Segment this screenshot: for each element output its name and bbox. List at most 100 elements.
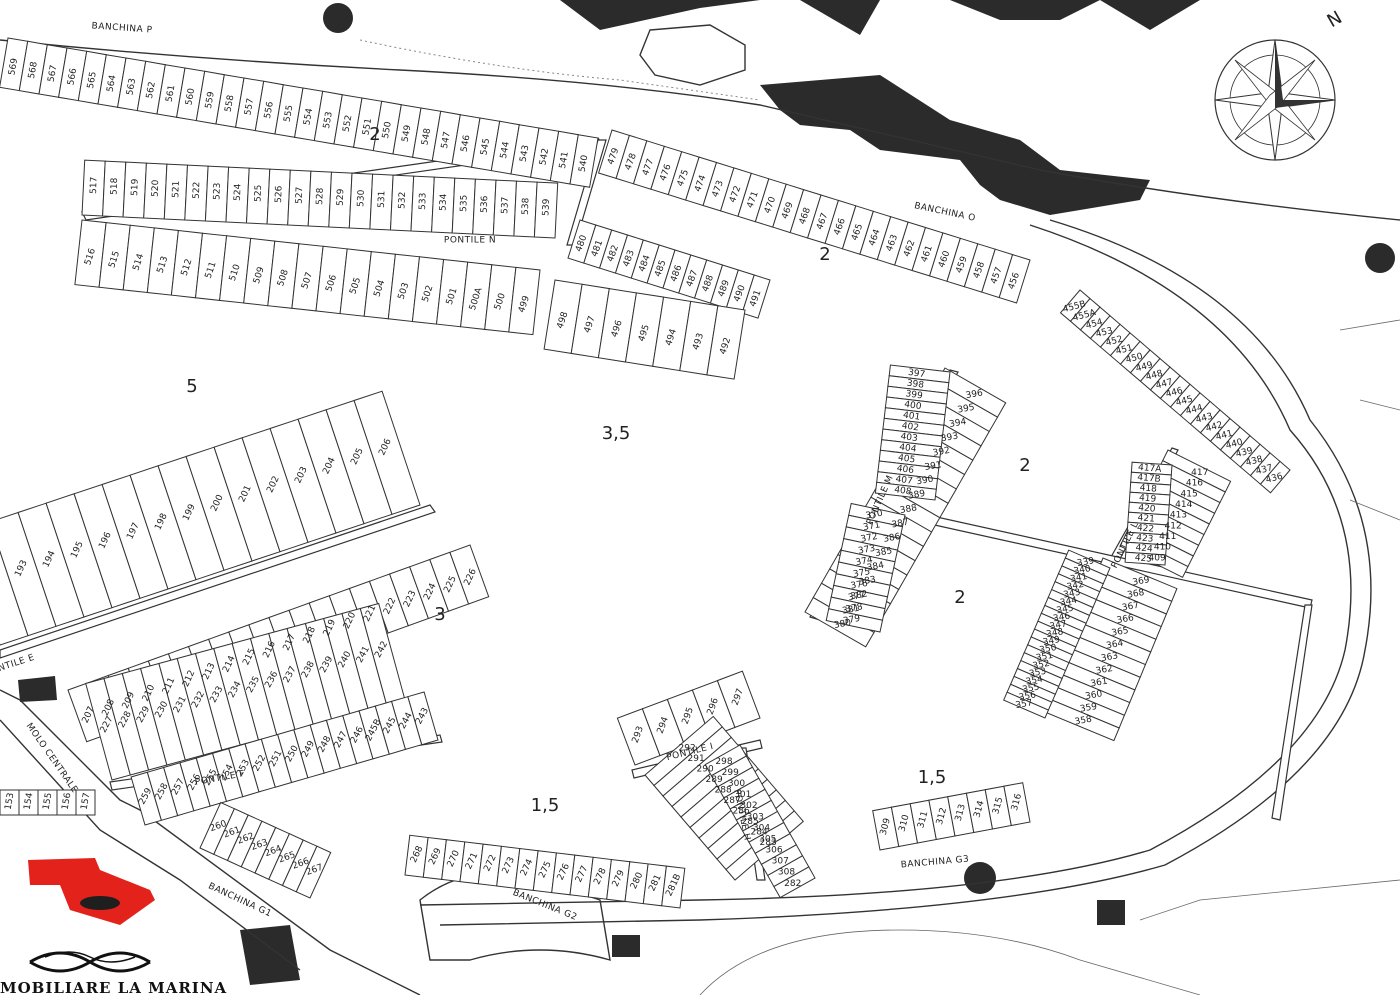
berth-label-286: 286 bbox=[732, 807, 749, 817]
berth-label-543: 543 bbox=[519, 144, 532, 163]
pier-pontile-e[interactable] bbox=[0, 504, 436, 659]
shoreline-north-dotted bbox=[359, 39, 761, 101]
pier-label-0: PONTILE N bbox=[444, 236, 496, 246]
berth-label-403: 403 bbox=[900, 432, 918, 444]
berth-label-394: 394 bbox=[949, 417, 968, 430]
berth-label-301: 301 bbox=[734, 790, 751, 800]
berth-label-383: 383 bbox=[858, 575, 877, 588]
walkway-l-east[interactable] bbox=[1271, 604, 1313, 821]
berth-label-537: 537 bbox=[500, 197, 511, 215]
berths-layer bbox=[0, 37, 1291, 909]
berth-label-376: 376 bbox=[850, 579, 869, 592]
berth-226[interactable] bbox=[449, 544, 490, 605]
berth-540[interactable] bbox=[569, 134, 599, 188]
berth-label-445: 445 bbox=[1175, 395, 1194, 409]
berth-label-531: 531 bbox=[377, 191, 388, 209]
berth-label-444: 444 bbox=[1185, 403, 1204, 417]
berth-label-304: 304 bbox=[753, 823, 770, 833]
berth-436[interactable] bbox=[1259, 460, 1291, 494]
berth-label-448: 448 bbox=[1145, 369, 1164, 383]
quay-label-1: BANCHINA O bbox=[913, 201, 976, 224]
berth-316[interactable] bbox=[1003, 782, 1031, 827]
berth-206[interactable] bbox=[353, 390, 421, 515]
berth-label-373: 373 bbox=[857, 544, 876, 557]
berth-label-521: 521 bbox=[171, 181, 182, 199]
berth-label-307: 307 bbox=[772, 857, 789, 867]
berth-label-415: 415 bbox=[1181, 489, 1198, 499]
berth-label-390: 390 bbox=[916, 474, 935, 487]
berth-label-420: 420 bbox=[1138, 503, 1156, 514]
berth-label-555: 555 bbox=[283, 104, 296, 123]
berth-label-392: 392 bbox=[932, 446, 951, 459]
berth-label-363: 363 bbox=[1100, 651, 1119, 664]
berth-label-565: 565 bbox=[86, 71, 99, 90]
berth-499[interactable] bbox=[508, 266, 541, 336]
berth-label-545: 545 bbox=[479, 138, 492, 157]
berth-label-352: 352 bbox=[1032, 659, 1051, 672]
berth-357[interactable] bbox=[1003, 691, 1050, 719]
berth-425[interactable] bbox=[1124, 551, 1167, 566]
depth-sounding-1: 2 bbox=[819, 244, 830, 265]
berth-label-449: 449 bbox=[1135, 360, 1154, 374]
berth-label-568: 568 bbox=[27, 61, 40, 80]
compass-rose-icon bbox=[1214, 39, 1336, 161]
berth-297[interactable] bbox=[716, 670, 761, 729]
berth-label-452: 452 bbox=[1105, 335, 1124, 349]
berth-label-402: 402 bbox=[901, 421, 919, 433]
berth-label-557: 557 bbox=[243, 98, 256, 117]
berth-label-377: 377 bbox=[847, 591, 866, 604]
berth-label-311: 311 bbox=[916, 810, 930, 829]
berth-259[interactable] bbox=[130, 771, 162, 826]
berth-label-564: 564 bbox=[106, 74, 119, 93]
berth-192[interactable] bbox=[0, 522, 29, 646]
berth-label-554: 554 bbox=[302, 107, 315, 126]
berth-456[interactable] bbox=[998, 253, 1031, 304]
depth-sounding-6: 3 bbox=[434, 604, 445, 625]
berth-label-367: 367 bbox=[1121, 601, 1140, 614]
berth-539[interactable] bbox=[533, 181, 559, 239]
shoreline-north bbox=[0, 39, 1400, 221]
berth-408[interactable] bbox=[874, 481, 937, 501]
berth-label-300: 300 bbox=[728, 779, 745, 789]
building-small-g2 bbox=[612, 935, 640, 957]
berth-label-519: 519 bbox=[130, 178, 141, 196]
berth-label-364: 364 bbox=[1106, 639, 1125, 652]
berth-label-552: 552 bbox=[342, 114, 355, 133]
berth-label-423: 423 bbox=[1136, 533, 1154, 544]
berth-label-538: 538 bbox=[521, 197, 532, 215]
berth-label-398: 398 bbox=[906, 379, 925, 391]
berth-label-298: 298 bbox=[715, 757, 732, 767]
berth-label-530: 530 bbox=[356, 189, 367, 207]
depth-sounding-2: 5 bbox=[186, 376, 197, 397]
berth-label-292: 292 bbox=[678, 744, 695, 754]
berth-282[interactable] bbox=[773, 866, 816, 899]
berth-label-358: 358 bbox=[1074, 715, 1093, 728]
berth-label-343: 343 bbox=[1063, 588, 1082, 601]
berth-label-353: 353 bbox=[1028, 667, 1047, 680]
berth-491[interactable] bbox=[741, 274, 771, 319]
tower-marker-east bbox=[1365, 243, 1395, 273]
berth-label-355: 355 bbox=[1022, 682, 1041, 695]
berth-267[interactable] bbox=[295, 845, 332, 899]
berth-label-558: 558 bbox=[224, 94, 237, 113]
quay-label-0: BANCHINA P bbox=[91, 21, 153, 35]
brand-knot-logo-icon bbox=[29, 951, 151, 973]
berth-492[interactable] bbox=[706, 305, 746, 380]
berth-379[interactable] bbox=[825, 608, 884, 633]
berth-label-447: 447 bbox=[1155, 377, 1174, 391]
berth-label-371: 371 bbox=[862, 520, 881, 533]
berth-157[interactable] bbox=[75, 789, 96, 816]
building-top-mid bbox=[800, 0, 880, 35]
berth-label-409: 409 bbox=[1149, 553, 1166, 563]
berth-label-542: 542 bbox=[538, 148, 551, 167]
berth-label-419: 419 bbox=[1139, 493, 1157, 504]
berth-label-567: 567 bbox=[47, 64, 60, 83]
berth-label-414: 414 bbox=[1175, 500, 1192, 510]
molo-centrale-outline-inner bbox=[0, 719, 301, 971]
berth-281B[interactable] bbox=[661, 865, 686, 909]
berth-label-561: 561 bbox=[165, 84, 178, 103]
berth-label-303: 303 bbox=[747, 812, 764, 822]
berth-label-153: 153 bbox=[4, 792, 17, 811]
